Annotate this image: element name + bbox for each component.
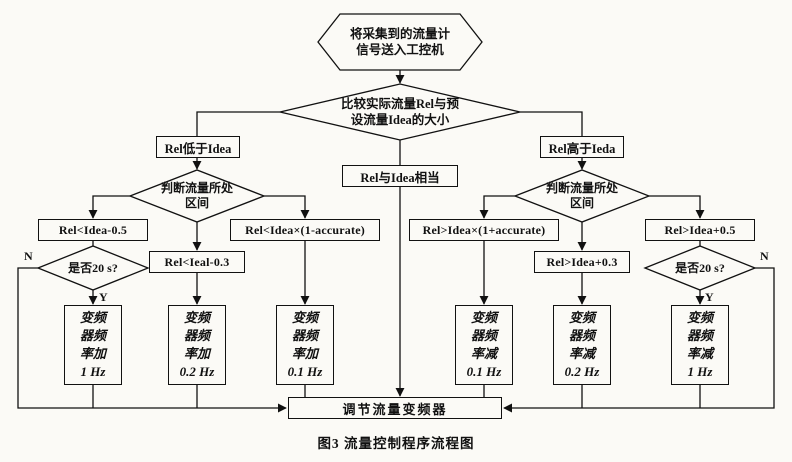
edge-label-n-left: N: [24, 249, 33, 263]
edge-label-n-right: N: [760, 249, 769, 263]
compare-diamond-shape: [279, 83, 521, 141]
condition-box-2: Rel<Ieal-0.3: [149, 251, 245, 273]
condition-box-5: Rel>Idea+0.3: [534, 251, 630, 273]
figure-caption: 图3 流量控制程序流程图: [317, 436, 475, 451]
condition-box-6: Rel>Idea+0.5: [645, 219, 755, 241]
condition-box-3: Rel<Idea×(1-accurate): [230, 219, 380, 241]
edge-label-y-right: Y: [705, 290, 714, 304]
adjust-box: 调节流量变频器: [288, 397, 502, 419]
start-terminator-shape: [317, 13, 483, 71]
branch-rel-low: Rel低于Idea: [156, 136, 240, 158]
branch-rel-equal: Rel与Idea相当: [342, 165, 458, 187]
condition-box-4: Rel>Idea×(1+accurate): [409, 219, 559, 241]
timer-left-diamond-shape: [36, 245, 150, 291]
judge-right-diamond-shape: [513, 169, 651, 223]
condition-box-1: Rel<Idea-0.5: [38, 219, 148, 241]
timer-right-diamond-shape: [643, 245, 757, 291]
edge-label-y-left: Y: [99, 290, 108, 304]
judge-left-diamond-shape: [128, 169, 266, 223]
branch-rel-high: Rel高于Ieda: [540, 136, 624, 158]
